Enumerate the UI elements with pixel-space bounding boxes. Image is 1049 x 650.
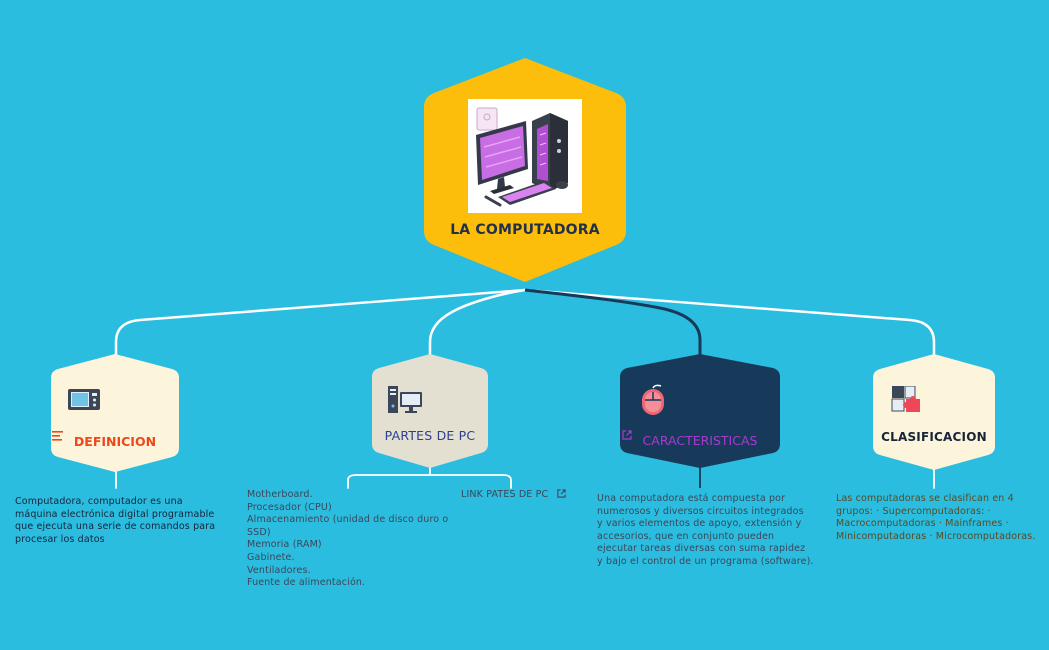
- partes-list-item: SSD): [247, 526, 271, 538]
- caracteristicas-text-line: ejecutar tareas diversas con suma rapide…: [597, 543, 806, 555]
- partes-link-label[interactable]: LINK PATES DE PC: [461, 489, 549, 500]
- definicion-hexagon: [51, 354, 179, 472]
- caracteristicas-text-line: y varios elementos de apoyo, extensión y: [597, 518, 802, 530]
- partes-list-item: Motherboard.: [247, 489, 313, 500]
- definicion-text-line: que ejecuta una serie de comandos para: [15, 521, 216, 533]
- definicion-text-line: Computadora, computador es una: [15, 496, 183, 507]
- external-link-icon[interactable]: [622, 430, 632, 440]
- partes-list-item: Almacenamiento (unidad de disco duro o: [247, 514, 449, 526]
- partes-list-item: Fuente de alimentación.: [247, 577, 366, 589]
- clasificacion-text-line: Macrocomputadoras · Mainframes ·: [836, 518, 1009, 530]
- clasificacion-title: CLASIFICACION: [881, 430, 987, 444]
- partes-list-item: Gabinete.: [247, 551, 295, 563]
- partes-list-item: Ventiladores.: [247, 564, 311, 576]
- clasificacion-text-line: Minicomputadoras · Microcomputadoras.: [836, 530, 1036, 542]
- computer-illustration: [468, 99, 582, 213]
- external-link-icon[interactable]: [557, 489, 567, 498]
- caracteristicas-text: Una computadora está compuesta por numer…: [597, 493, 814, 569]
- connector-definicion: [114, 288, 527, 357]
- connector-caracteristicas: [524, 288, 702, 355]
- clasificacion-text: Las computadoras se clasifican en 4 grup…: [836, 493, 1036, 543]
- microwave-icon: [68, 389, 100, 410]
- definicion-text-line: procesar los datos: [15, 533, 105, 545]
- caracteristicas-title: CARACTERISTICAS: [642, 433, 758, 448]
- definicion-text-line: máquina electrónica digital programable: [15, 508, 215, 520]
- mouse-icon: [642, 384, 664, 415]
- desktop-computer-icon: [388, 386, 422, 413]
- caracteristicas-text-line: Una computadora está compuesta por: [597, 493, 786, 504]
- node-partes[interactable]: PARTES DE PC: [369, 352, 491, 470]
- puzzle-icon: [891, 386, 920, 412]
- partes-link[interactable]: LINK PATES DE PC: [461, 489, 567, 502]
- definicion-text: Computadora, computador es una máquina e…: [15, 496, 215, 546]
- caracteristicas-hexagon: [620, 354, 780, 468]
- connector-clasificacion: [523, 288, 936, 357]
- central-node[interactable]: LA COMPUTADORA: [420, 55, 630, 285]
- caracteristicas-text-line: accesorios, que en conjunto pueden: [597, 530, 775, 542]
- clasificacion-hexagon: [873, 354, 995, 470]
- partes-list-item: Memoria (RAM): [247, 539, 322, 551]
- central-title: LA COMPUTADORA: [450, 222, 600, 238]
- caracteristicas-text-line: numerosos y diversos circuitos integrado…: [597, 505, 804, 517]
- node-definicion[interactable]: DEFINICION: [48, 352, 182, 474]
- definicion-title: DEFINICION: [73, 434, 157, 449]
- clasificacion-text-line: grupos: · Supercomputadoras: ·: [836, 505, 991, 517]
- partes-list: Motherboard. Procesador (CPU) Almacenami…: [247, 489, 448, 590]
- clasificacion-text-line: Las computadoras se clasifican en 4: [836, 493, 1014, 504]
- partes-hexagon: [372, 354, 488, 468]
- partes-list-item: Procesador (CPU): [247, 501, 332, 513]
- notes-icon[interactable]: [52, 431, 64, 441]
- node-caracteristicas[interactable]: CARACTERISTICAS: [617, 352, 783, 470]
- caracteristicas-text-line: y bajo el control de un programa (softwa…: [597, 555, 814, 567]
- connector-partes: [428, 288, 527, 357]
- node-clasificacion[interactable]: CLASIFICACION: [870, 352, 998, 472]
- partes-title: PARTES DE PC: [384, 428, 476, 443]
